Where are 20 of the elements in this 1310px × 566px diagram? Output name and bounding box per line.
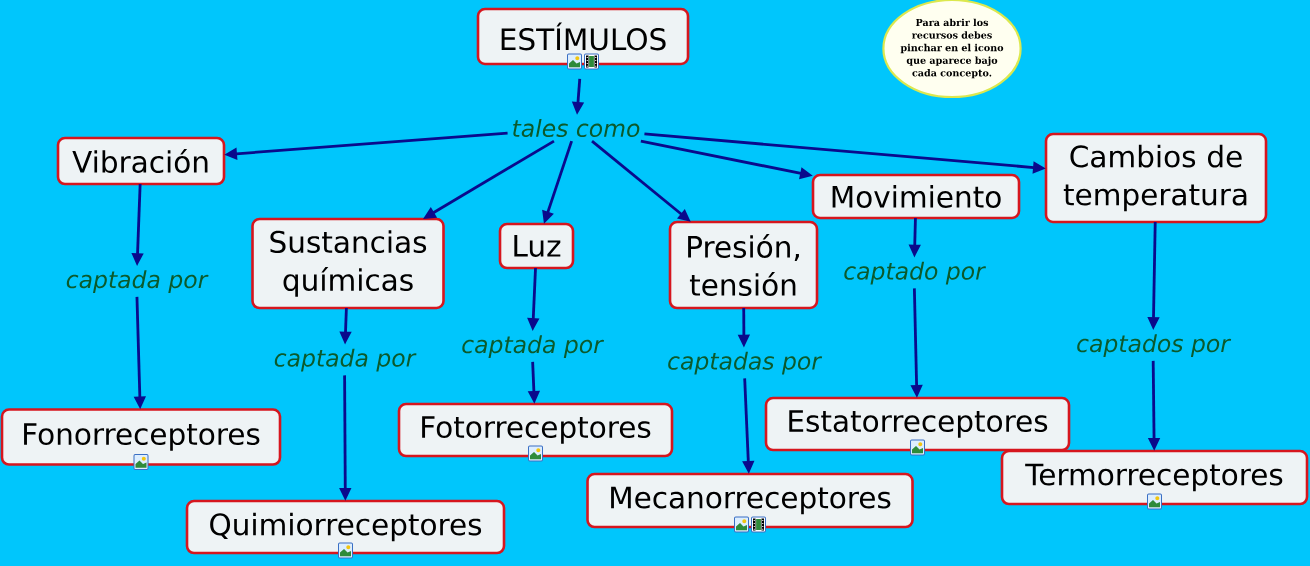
concept-box: Mecanorreceptores [586, 472, 914, 529]
linking-phrase: captada por [462, 335, 605, 358]
concept-box: Fotorreceptores [397, 402, 674, 458]
linking-phrase: captados por [1077, 334, 1232, 357]
concept-box: Fonorreceptores [0, 408, 282, 466]
concept-box: ESTÍMULOS [476, 7, 690, 66]
linking-phrase: captada por [66, 270, 209, 293]
concept-box: Movimiento [811, 173, 1021, 220]
linking-phrase: captadas por [668, 351, 823, 375]
concept-box: Quimiorreceptores [185, 499, 506, 555]
concept-box: Sustancias químicas [251, 217, 445, 310]
concept-box: Estatorreceptores [764, 396, 1071, 452]
concept-box: Presión, tensión [668, 220, 819, 310]
linking-phrase: captada por [274, 348, 417, 372]
concept-box: Cambios de temperatura [1044, 132, 1268, 224]
concept-box: Luz [498, 222, 575, 270]
concept-box: Termorreceptores [1000, 449, 1309, 506]
linking-phrase: captado por [844, 261, 986, 285]
linking-phrase: tales como [513, 118, 640, 138]
concept-box: Vibración [56, 136, 226, 186]
